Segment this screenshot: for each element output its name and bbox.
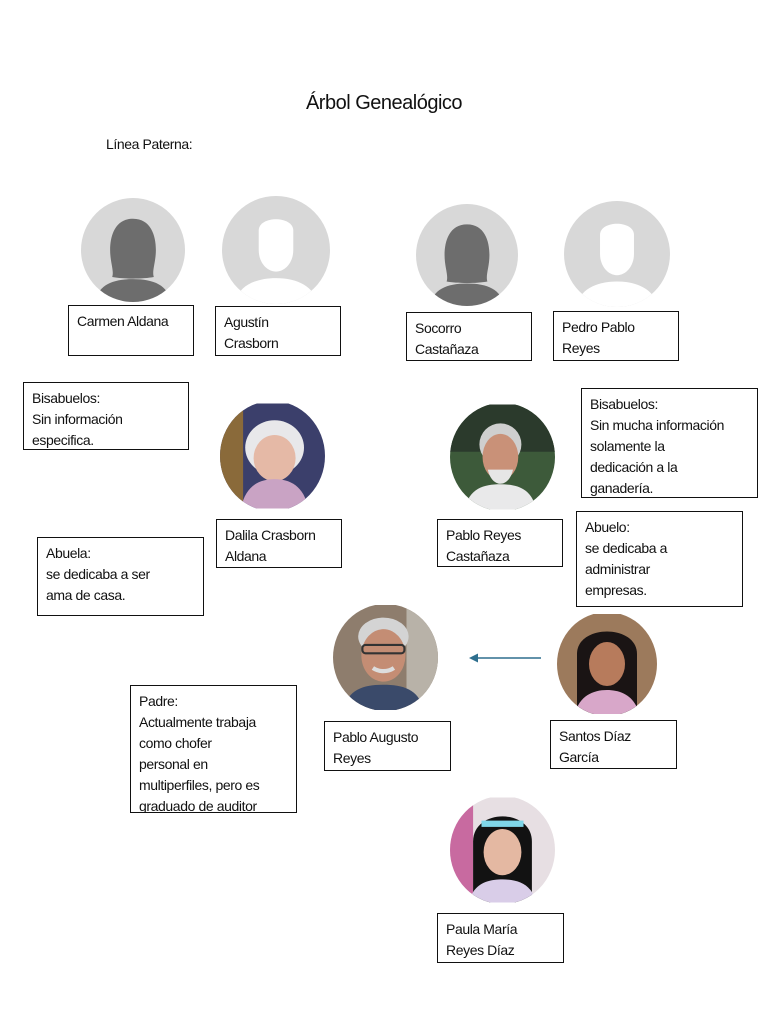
photo-pablo-reyes <box>450 403 555 511</box>
male-avatar-icon <box>564 201 670 307</box>
name-box-pedro: Pedro Pablo Reyes <box>553 311 679 361</box>
name-box-carmen: Carmen Aldana <box>68 305 194 356</box>
note-bisabuelos-right: Bisabuelos: Sin mucha información solame… <box>581 388 758 498</box>
arrow-left-icon <box>467 651 543 665</box>
name-box-santos: Santos Díaz García <box>550 720 677 769</box>
female-avatar-icon <box>416 204 518 306</box>
note-padre: Padre: Actualmente trabaja como chofer p… <box>130 685 297 813</box>
photo-pablo-augusto <box>333 604 438 711</box>
photo-santos <box>557 612 657 716</box>
name-box-socorro: Socorro Castañaza <box>406 312 532 361</box>
male-avatar-icon <box>222 196 330 304</box>
note-bisabuelos-left: Bisabuelos: Sin información especifica. <box>23 382 189 450</box>
section-subtitle: Línea Paterna: <box>106 136 193 152</box>
photo-paula <box>450 796 555 904</box>
name-box-agustin: Agustín Crasborn <box>215 306 341 356</box>
note-abuela: Abuela: se dedicaba a ser ama de casa. <box>37 537 204 616</box>
name-box-pablo-augusto: Pablo Augusto Reyes <box>324 721 451 771</box>
female-avatar-icon <box>81 198 185 302</box>
name-box-paula: Paula María Reyes Díaz <box>437 913 564 963</box>
note-abuelo: Abuelo: se dedicaba a administrar empres… <box>576 511 743 607</box>
name-box-dalila: Dalila Crasborn Aldana <box>216 519 342 568</box>
name-box-pablo-reyes: Pablo Reyes Castañaza <box>437 519 563 567</box>
photo-dalila <box>220 401 325 511</box>
page-title: Árbol Genealógico <box>305 92 463 114</box>
